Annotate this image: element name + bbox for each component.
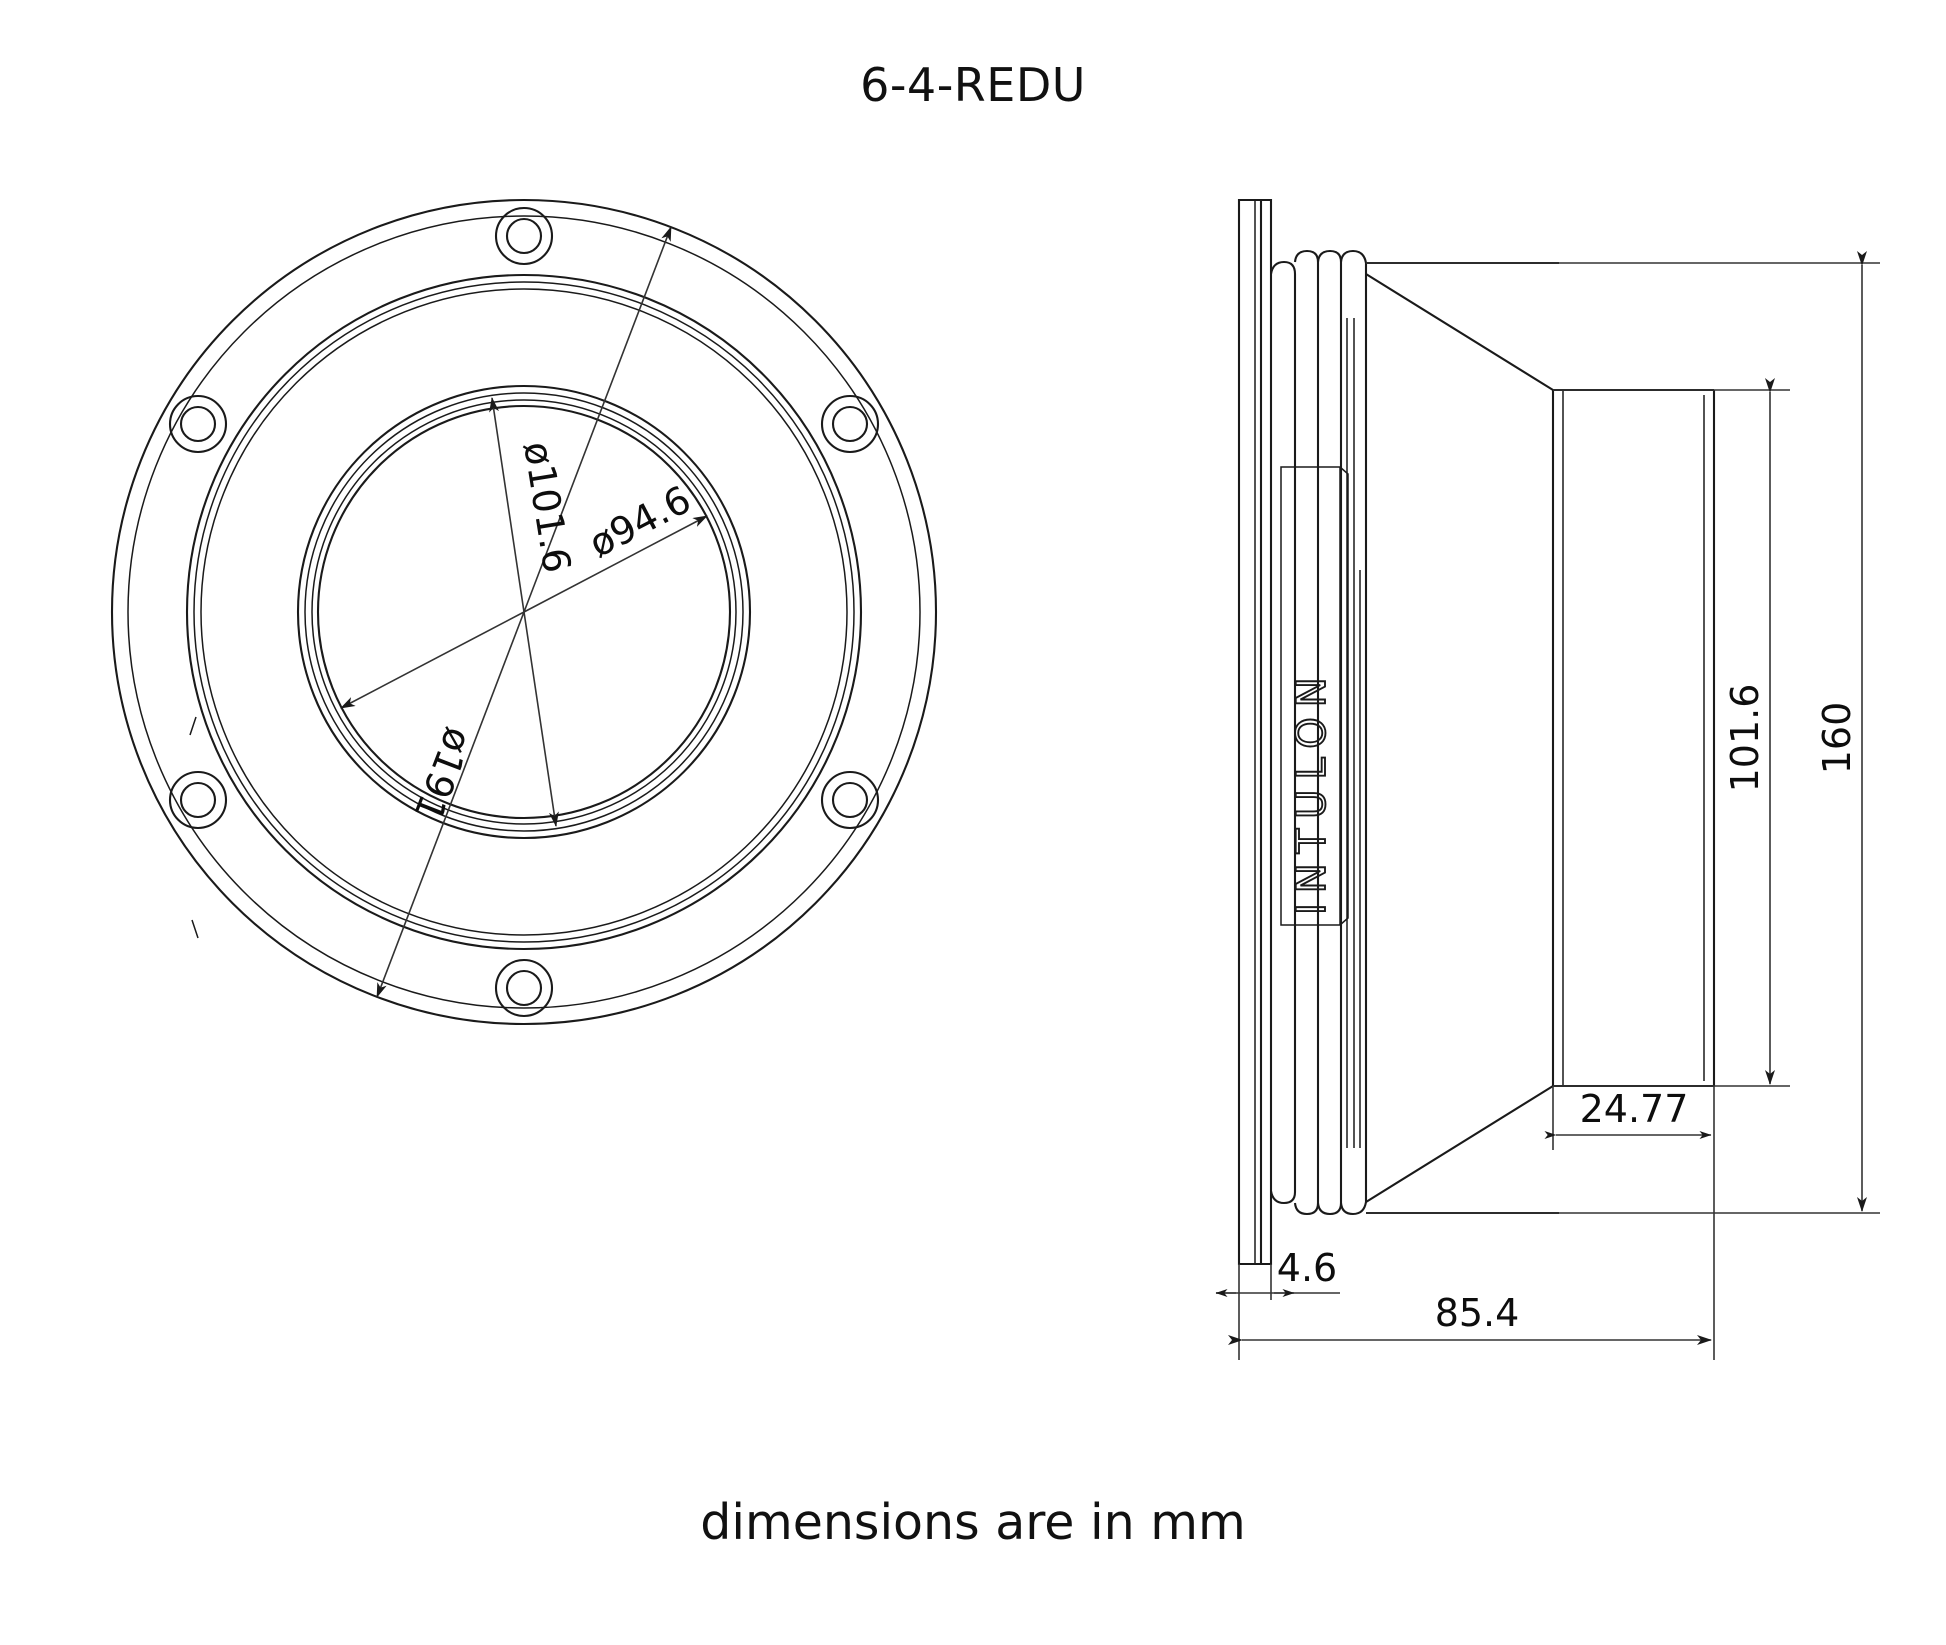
dim-label-outlet-height: 101.6 [1723,684,1767,793]
dim-flange-thickness: 4.6 [1215,1246,1340,1297]
bolt-hole-group [168,206,880,1018]
bore-ring-3 [311,399,737,825]
dim-leader-outer-diameter [376,226,672,998]
body-ring-2 [193,281,855,943]
ring-notch-lower [191,919,199,939]
flange-outer-inner-edge [127,215,921,1009]
body-ring-3 [200,288,848,936]
body-outer-circle [185,273,863,951]
bolt-hole [168,770,228,830]
flange-outer-circle [110,198,938,1026]
reducer-body [1365,261,1716,1215]
side-view: INTULON [1215,198,1880,1360]
dim-label-overall-length: 85.4 [1435,1291,1520,1335]
brand-plate: INTULON [1280,466,1349,926]
bolt-hole [494,206,554,266]
dim-label-flange-thickness: 4.6 [1277,1246,1337,1290]
bore-outer-circle [296,384,752,840]
dim-label-bore-diameter: ø101.6 [515,439,579,576]
front-view: ø101.6 ø94.6 ø191 [110,198,938,1026]
dim-label-groove-diameter: ø94.6 [582,477,698,566]
dim-outlet-height: 101.6 [1723,378,1775,1085]
bolt-hole [820,394,880,454]
dim-label-outlet-length: 24.77 [1580,1087,1689,1131]
dim-leader-groove-diameter [340,515,708,709]
bore-ring-2 [304,392,744,832]
dim-overall-height: 160 [1815,251,1867,1212]
bolt-hole [820,770,880,830]
extension-lines [1238,262,1880,1360]
dim-label-overall-height: 160 [1815,702,1859,775]
units-note: dimensions are in mm [700,1494,1246,1551]
page-title: 6-4-REDU [860,58,1086,112]
bolt-hole [494,958,554,1018]
bolt-hole [168,394,228,454]
mounting-flange [1237,198,1273,1266]
brand-text: INTULON [1289,667,1335,915]
rib-pack [1269,249,1368,1216]
dim-leader-bore-diameter [489,397,559,827]
ring-notch-upper [189,716,197,736]
dim-outlet-length: 24.77 [1544,1087,1712,1139]
bore-inner-circle [316,404,732,820]
dim-overall-length: 85.4 [1228,1291,1712,1345]
